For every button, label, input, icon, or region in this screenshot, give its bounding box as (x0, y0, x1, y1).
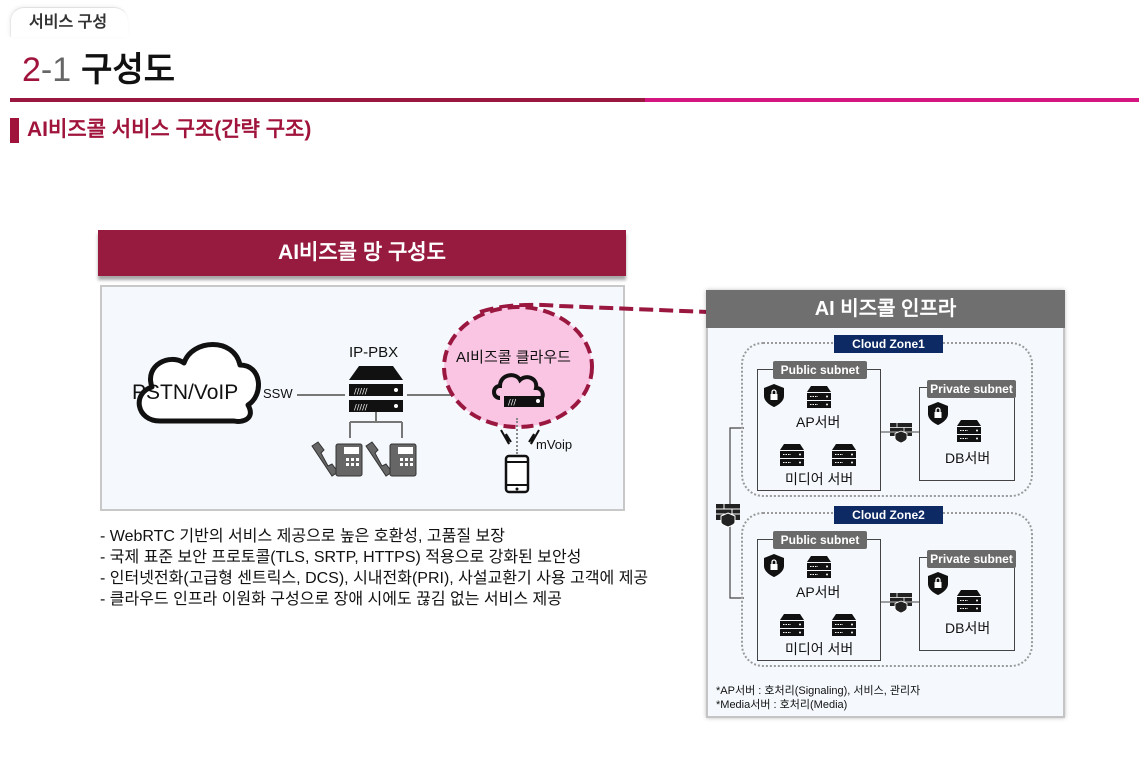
zone-2-internal-firewall-icon (889, 592, 913, 614)
external-firewall-icon (716, 504, 740, 528)
infra-header: AI 비즈콜 인프라 (706, 290, 1065, 328)
zone-2-public-shield-icon (763, 553, 785, 578)
zone-1-internal-firewall-icon (889, 422, 913, 444)
pbx-to-cloud-line (407, 394, 489, 396)
zone-2-ap-server-icon (806, 555, 832, 579)
feature-item: - 인터넷전화(고급형 센트릭스, DCS), 시내전화(PRI), 사설교환기… (100, 570, 649, 587)
cloud-to-infra-connector (479, 302, 709, 314)
ai-bizcall-cloud-label: AI비즈콜 클라우드 (456, 349, 571, 366)
ai-bizcall-cloud-area (442, 305, 594, 429)
mvoip-label: mVoip (536, 437, 573, 452)
wireless-signal-icon (500, 429, 540, 445)
zone-2-private-shield-icon (927, 571, 949, 596)
zone-1-media-server-icon (831, 443, 857, 467)
zone-1-private-shield-icon (927, 401, 949, 426)
feature-item: - WebRTC 기반의 서비스 제공으로 높은 호환성, 고품질 보장 (100, 528, 505, 545)
section-tab[interactable]: 서비스 구성 (10, 7, 128, 37)
title-number-minor: 1 (52, 51, 72, 89)
zone-2-media-server-label: 미디어 서버 (785, 641, 854, 657)
cloud-server-icon: /// (492, 373, 545, 407)
footnote-media-server: *Media서버 : 호처리(Media) (716, 699, 848, 711)
zone-1-media-server-label: 미디어 서버 (785, 471, 854, 487)
network-diagram-header: AI비즈콜 망 구성도 (98, 230, 626, 276)
pstn-voip-label: PSTN/VoIP (132, 381, 239, 404)
cloud-zone-1-label: Cloud Zone1 (834, 335, 943, 353)
ssw-label: SSW (263, 386, 293, 401)
zone-2-media-server-icon (831, 613, 857, 637)
feature-list: - WebRTC 기반의 서비스 제공으로 높은 호환성, 고품질 보장 - 국… (100, 526, 648, 610)
desk-phones-icon (311, 441, 417, 477)
pstn-cloud-icon (136, 342, 261, 424)
zone-2-public-subnet-label: Public subnet (773, 531, 867, 549)
zone-1-ap-server-icon (806, 385, 832, 409)
footnote-ap-server: *AP서버 : 호처리(Signaling), 서비스, 관리자 (716, 685, 921, 697)
svg-text:///: /// (508, 398, 516, 407)
zone-2-db-server-icon (956, 589, 982, 613)
title-divider-pink (645, 98, 1139, 102)
ip-pbx-server-icon: ///// ///// (349, 366, 403, 412)
zone-1-db-server-label: DB서버 (945, 450, 991, 466)
feature-item: - 국제 표준 보안 프로토콜(TLS, SRTP, HTTPS) 적용으로 강… (100, 549, 582, 566)
ip-pbx-label: IP-PBX (349, 344, 399, 361)
zone-1-db-server-icon (956, 419, 982, 443)
svg-text://///: ///// (354, 403, 368, 412)
title-separator: - (40, 51, 53, 89)
mvoip-link-line (516, 418, 518, 454)
infra-icons (763, 383, 982, 637)
zone-1-ap-server-label: AP서버 (796, 414, 841, 430)
zone-2-media-server-icon (779, 613, 805, 637)
zone-1-public-shield-icon (763, 383, 785, 408)
zone-1-media-server-icon (779, 443, 805, 467)
zone-2-db-server-label: DB서버 (945, 620, 991, 636)
zone-2-ap-server-label: AP서버 (796, 584, 841, 600)
title-text: 구성도 (81, 51, 176, 89)
svg-text://///: ///// (354, 387, 368, 396)
infra-panel (706, 290, 1065, 718)
cloud-zone-2-label: Cloud Zone2 (834, 506, 943, 524)
zone-1-public-subnet-label: Public subnet (773, 361, 867, 379)
subtitle-marker (10, 118, 19, 143)
title-divider-dark (10, 98, 645, 102)
zone-2-private-subnet-label: Private subnet (927, 550, 1016, 568)
zone-1-private-subnet-label: Private subnet (927, 380, 1016, 398)
pbx-phone-branch (349, 412, 403, 438)
section-subtitle: AI비즈콜 서비스 구조(간략 구조) (27, 118, 312, 141)
feature-item: - 클라우드 인프라 이원화 구성으로 장애 시에도 끊김 없는 서비스 제공 (100, 591, 562, 608)
title-number-major: 2 (22, 51, 41, 89)
smartphone-icon (504, 454, 530, 494)
ssw-link-line (297, 394, 345, 396)
